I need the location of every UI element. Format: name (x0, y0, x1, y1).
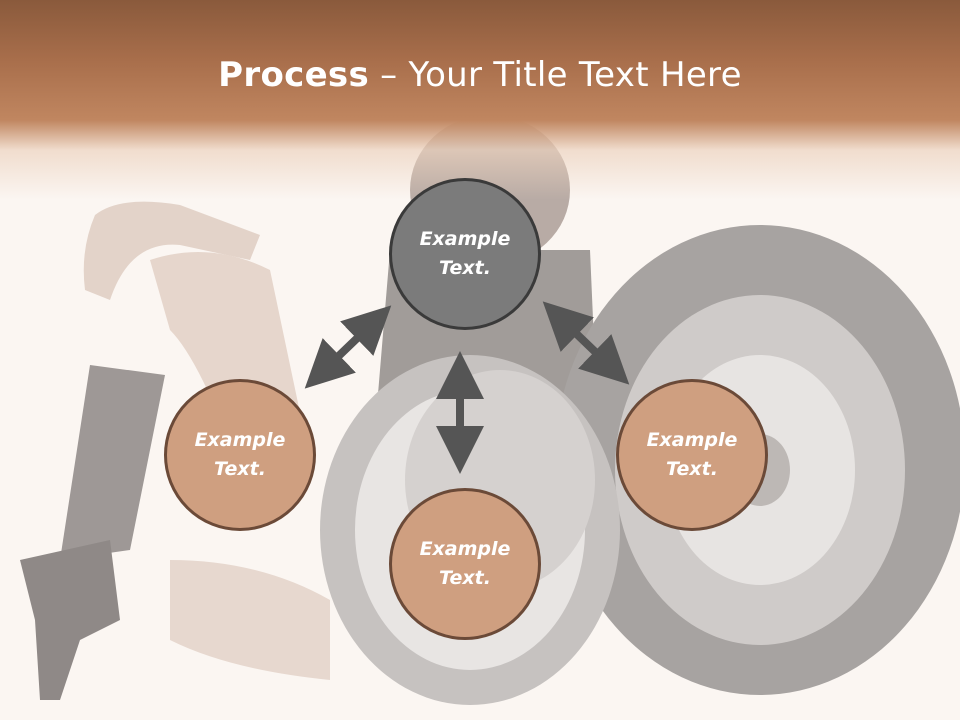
title-bar (0, 0, 960, 200)
node-top: Example Text. (389, 178, 541, 330)
title-bold: Process (218, 55, 370, 95)
node-left-label: Example Text. (194, 429, 286, 480)
node-top-label: Example Text. (419, 228, 511, 279)
node-right: Example Text. (616, 379, 768, 531)
title-rest: – Your Title Text Here (369, 55, 742, 95)
node-right-label: Example Text. (646, 429, 738, 480)
node-bottom: Example Text. (389, 488, 541, 640)
arrow-top-right (542, 301, 630, 385)
node-left: Example Text. (164, 379, 316, 531)
page-title: Process – Your Title Text Here (0, 55, 960, 95)
arrow-top-left (304, 305, 392, 389)
node-bottom-label: Example Text. (419, 538, 511, 589)
